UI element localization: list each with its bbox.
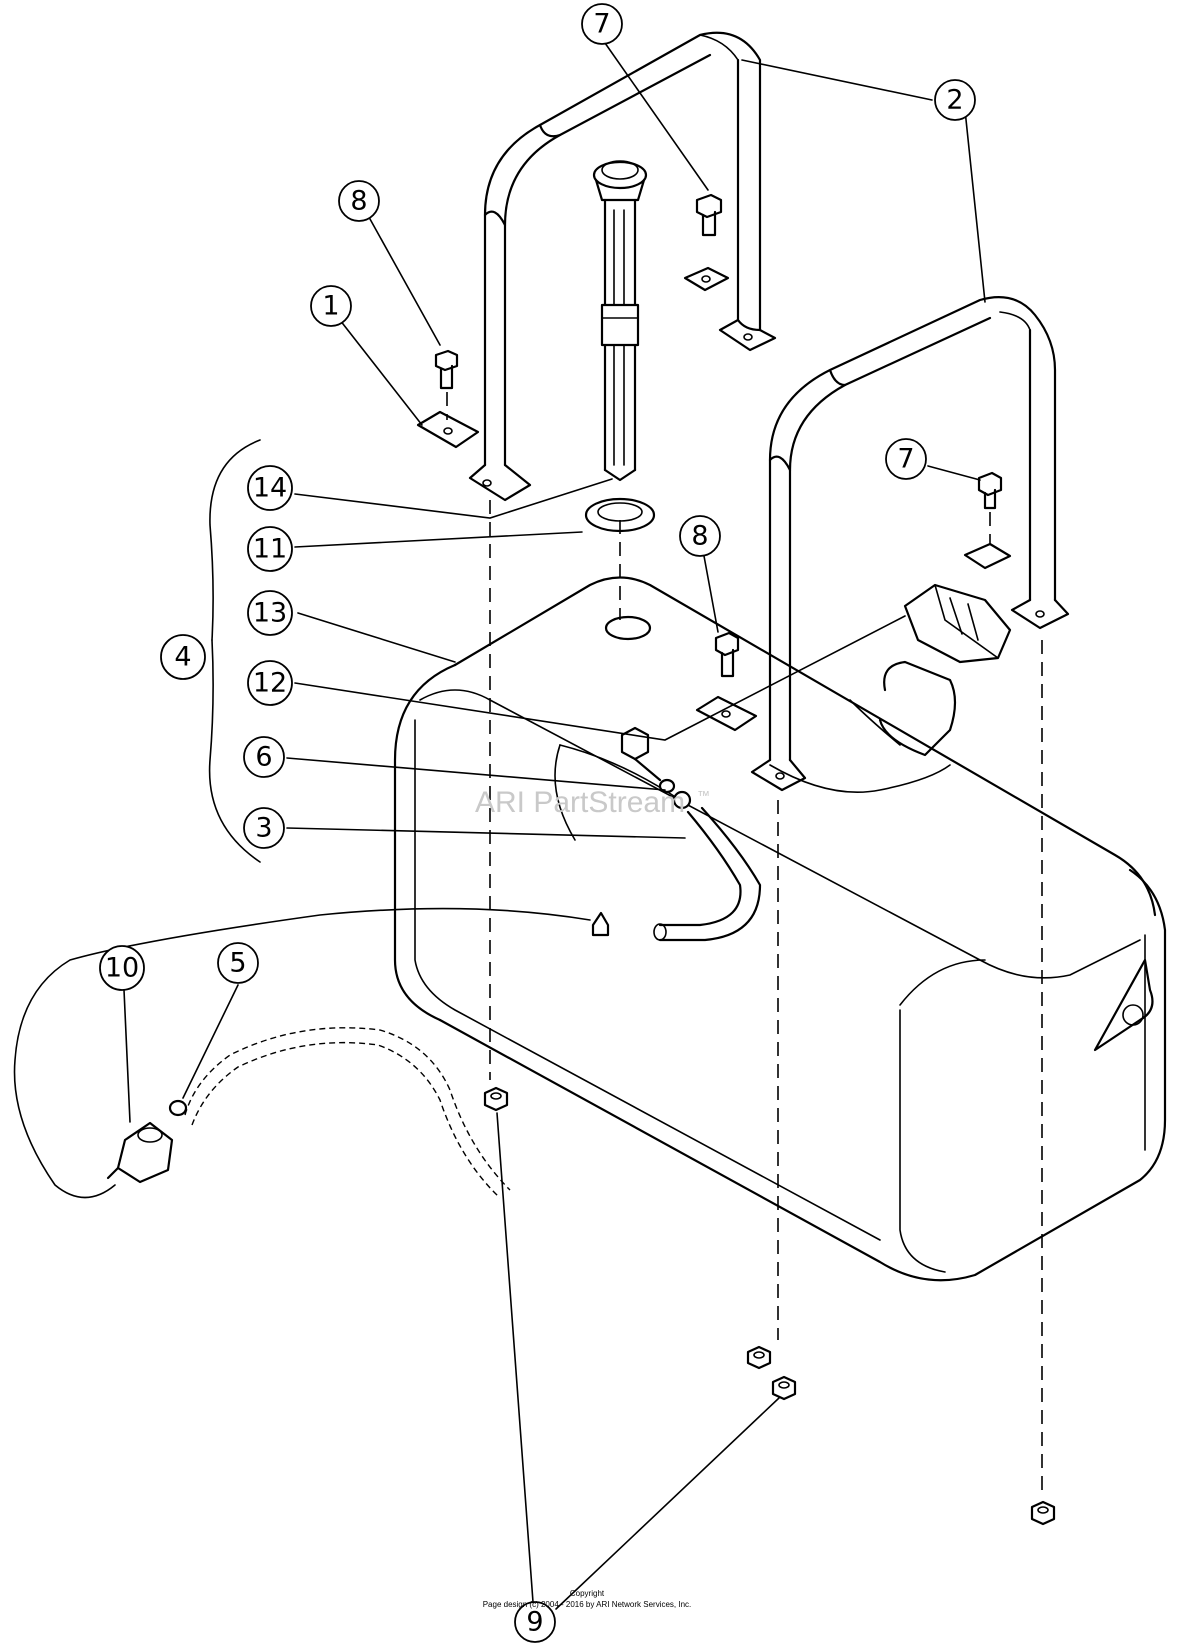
callout-13: 13 — [247, 590, 293, 636]
svg-text:4: 4 — [174, 642, 191, 673]
svg-text:6: 6 — [255, 742, 272, 773]
callout-6: 6 — [243, 736, 285, 778]
callout-12: 12 — [247, 660, 293, 706]
callout-5: 5 — [217, 942, 259, 984]
svg-text:2: 2 — [946, 85, 963, 116]
watermark-trademark: ™ — [697, 788, 710, 803]
fuel-cap — [903, 583, 1012, 664]
svg-text:5: 5 — [229, 948, 246, 979]
svg-text:8: 8 — [350, 186, 367, 217]
callout-9: 9 — [514, 1601, 556, 1643]
nut-9-right — [1030, 1500, 1056, 1526]
callout-4: 4 — [160, 634, 206, 680]
fuel-line — [13, 907, 591, 1199]
svg-text:11: 11 — [253, 534, 287, 565]
svg-text:14: 14 — [253, 473, 287, 504]
callout-3: 3 — [243, 807, 285, 849]
rear-tank-strap — [468, 31, 777, 502]
svg-text:8: 8 — [691, 521, 708, 552]
fuel-gauge-sending-unit — [592, 160, 648, 482]
bolt-8-center — [714, 631, 740, 678]
callout-10: 10 — [99, 945, 145, 991]
svg-text:12: 12 — [253, 668, 287, 699]
fuel-hose-3 — [653, 806, 762, 942]
callout-2: 2 — [934, 79, 976, 121]
leader-lines — [123, 42, 986, 1610]
callout-11: 11 — [247, 526, 293, 572]
svg-text:9: 9 — [526, 1607, 543, 1638]
nut-9-middle-a — [746, 1345, 772, 1370]
svg-text:3: 3 — [255, 813, 272, 844]
callout-8-center: 8 — [679, 515, 721, 557]
fuel-filter-10 — [106, 1121, 174, 1184]
watermark-text: ARI PartStream — [475, 786, 685, 819]
nut-9-left — [483, 1086, 509, 1112]
clamp-5 — [168, 1099, 188, 1117]
callout-1: 1 — [310, 285, 352, 327]
svg-text:1: 1 — [322, 291, 339, 322]
front-tank-strap — [750, 296, 1070, 792]
callout-8-upper: 8 — [338, 180, 380, 222]
nut-9-middle-b — [771, 1375, 797, 1401]
fuel-tank-body — [393, 576, 1167, 1282]
svg-text:7: 7 — [593, 9, 610, 40]
bolt-7-right — [977, 471, 1003, 510]
callout-7-right: 7 — [885, 438, 927, 480]
bolt-8-left — [434, 349, 459, 390]
svg-text:10: 10 — [105, 953, 139, 984]
svg-text:7: 7 — [897, 444, 914, 475]
callout-14: 14 — [247, 465, 293, 511]
bolt-7-upper — [695, 193, 723, 237]
plate-1 — [416, 410, 480, 449]
callout-7-upper: 7 — [581, 3, 623, 45]
plate-8-center — [695, 695, 758, 732]
svg-text:13: 13 — [253, 598, 287, 629]
copyright-line1: Copyright — [570, 1589, 605, 1598]
copyright-line2: Page design (c) 2004 - 2016 by ARI Netwo… — [483, 1600, 692, 1609]
hose-clamp — [591, 911, 610, 937]
